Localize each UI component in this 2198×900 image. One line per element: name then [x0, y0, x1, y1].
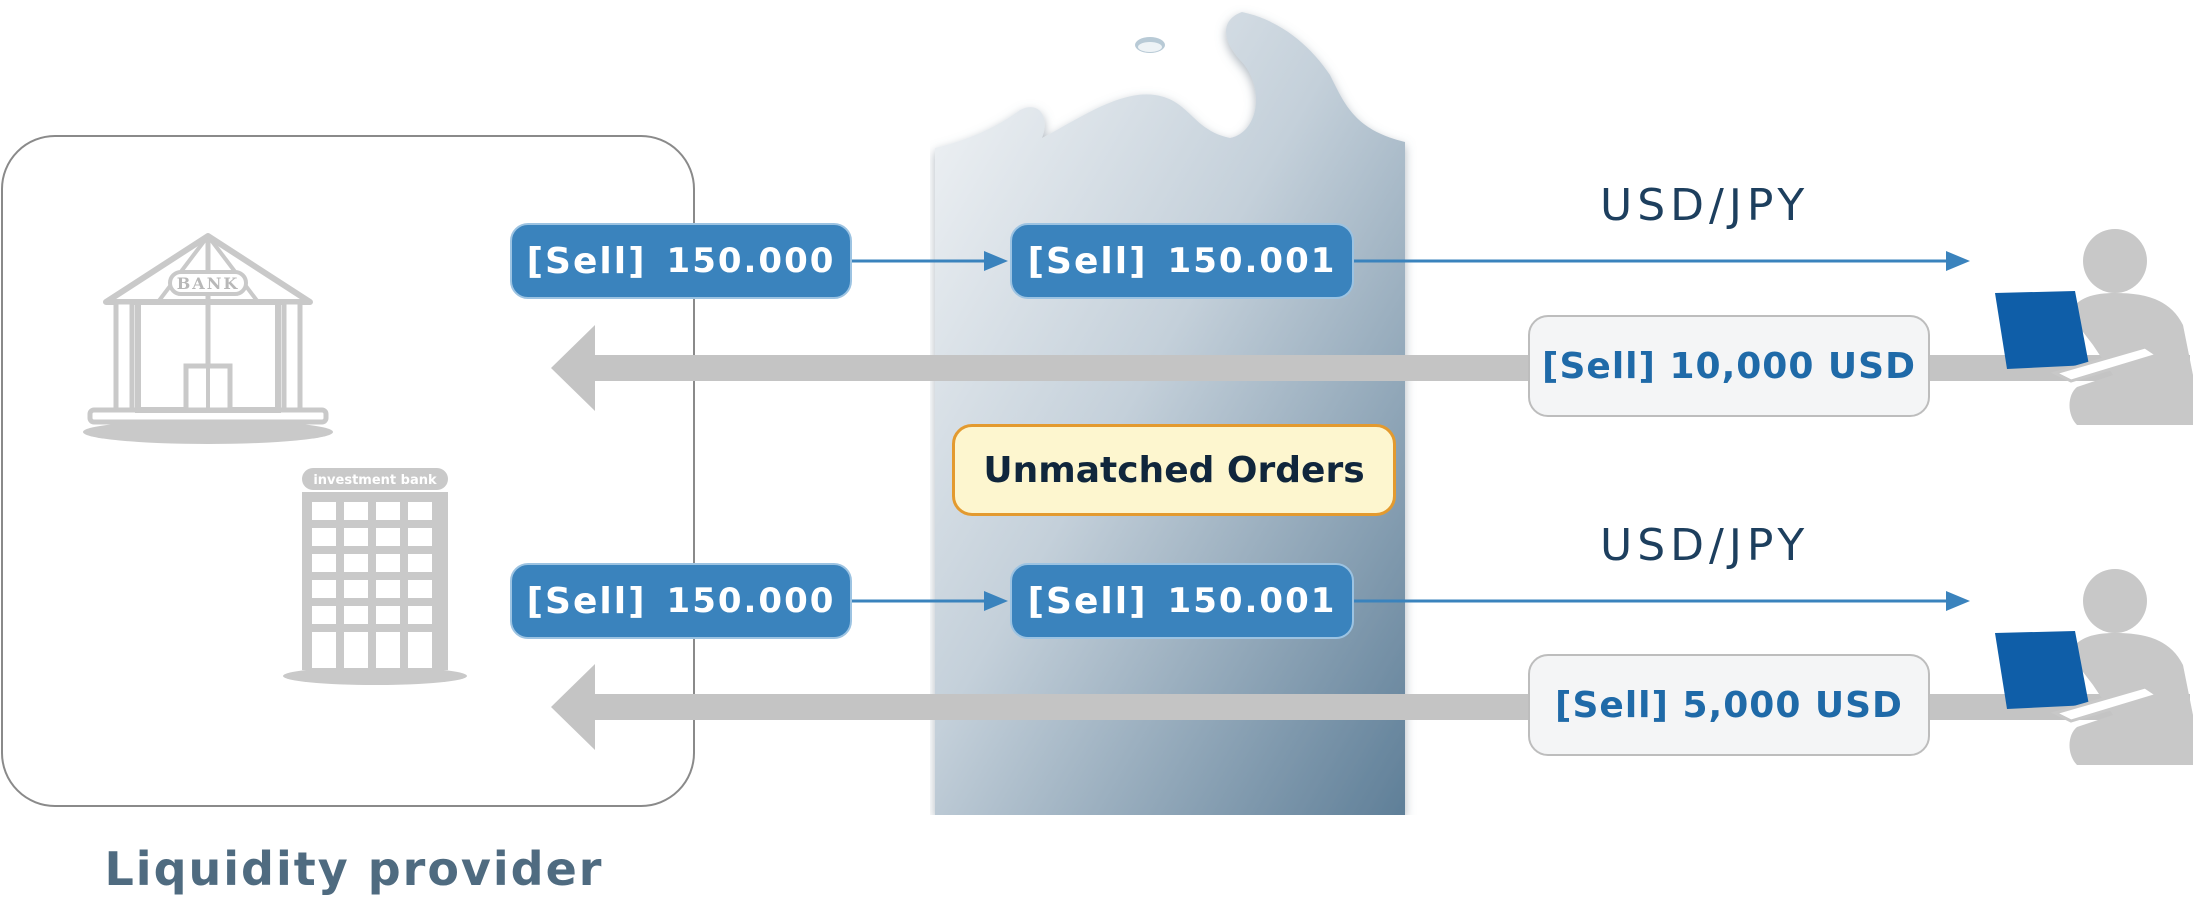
flow-arrow-broker-to-client-2 [1352, 591, 1970, 611]
order-price: 150.000 [666, 581, 836, 621]
flow-arrow-lp-to-broker-2 [850, 591, 1008, 611]
liquidity-provider-label: Liquidity provider [104, 842, 604, 896]
client-order-box-2: [Sell] 5,000 USD [1528, 654, 1930, 756]
currency-pair-label-1: USD/JPY [1600, 180, 1810, 231]
broker-order-pill-2: [Sell] 150.001 [1010, 563, 1354, 639]
order-side-tag: [Sell] [1027, 580, 1148, 622]
lp-order-pill-1: [Sell] 150.000 [510, 223, 852, 299]
bank-sign: BANK [177, 274, 239, 293]
return-arrow-1 [551, 325, 2190, 411]
client-order-box-1: [Sell] 10,000 USD [1528, 315, 1930, 417]
order-side-tag: [Sell] [526, 240, 647, 282]
unmatched-orders-box: Unmatched Orders [952, 424, 1396, 516]
order-side-tag: [Sell] [1027, 240, 1148, 282]
person-laptop-icon [1995, 569, 2193, 765]
order-price: 150.000 [666, 241, 836, 281]
person-laptop-icon [1995, 229, 2193, 425]
broker-order-pill-1: [Sell] 150.001 [1010, 223, 1354, 299]
return-arrow-2 [551, 664, 2190, 750]
flow-arrow-lp-to-broker-1 [850, 251, 1008, 271]
order-price: 150.001 [1167, 241, 1337, 281]
flow-arrow-broker-to-client-1 [1352, 251, 1970, 271]
bank-building-icon: BANK [83, 233, 333, 444]
lp-order-pill-2: [Sell] 150.000 [510, 563, 852, 639]
order-side-tag: [Sell] [526, 580, 647, 622]
currency-pair-label-2: USD/JPY [1600, 520, 1810, 571]
investment-bank-sign: investment bank [313, 473, 437, 488]
order-price: 150.001 [1167, 581, 1337, 621]
office-building-icon: investment bank [283, 468, 467, 685]
